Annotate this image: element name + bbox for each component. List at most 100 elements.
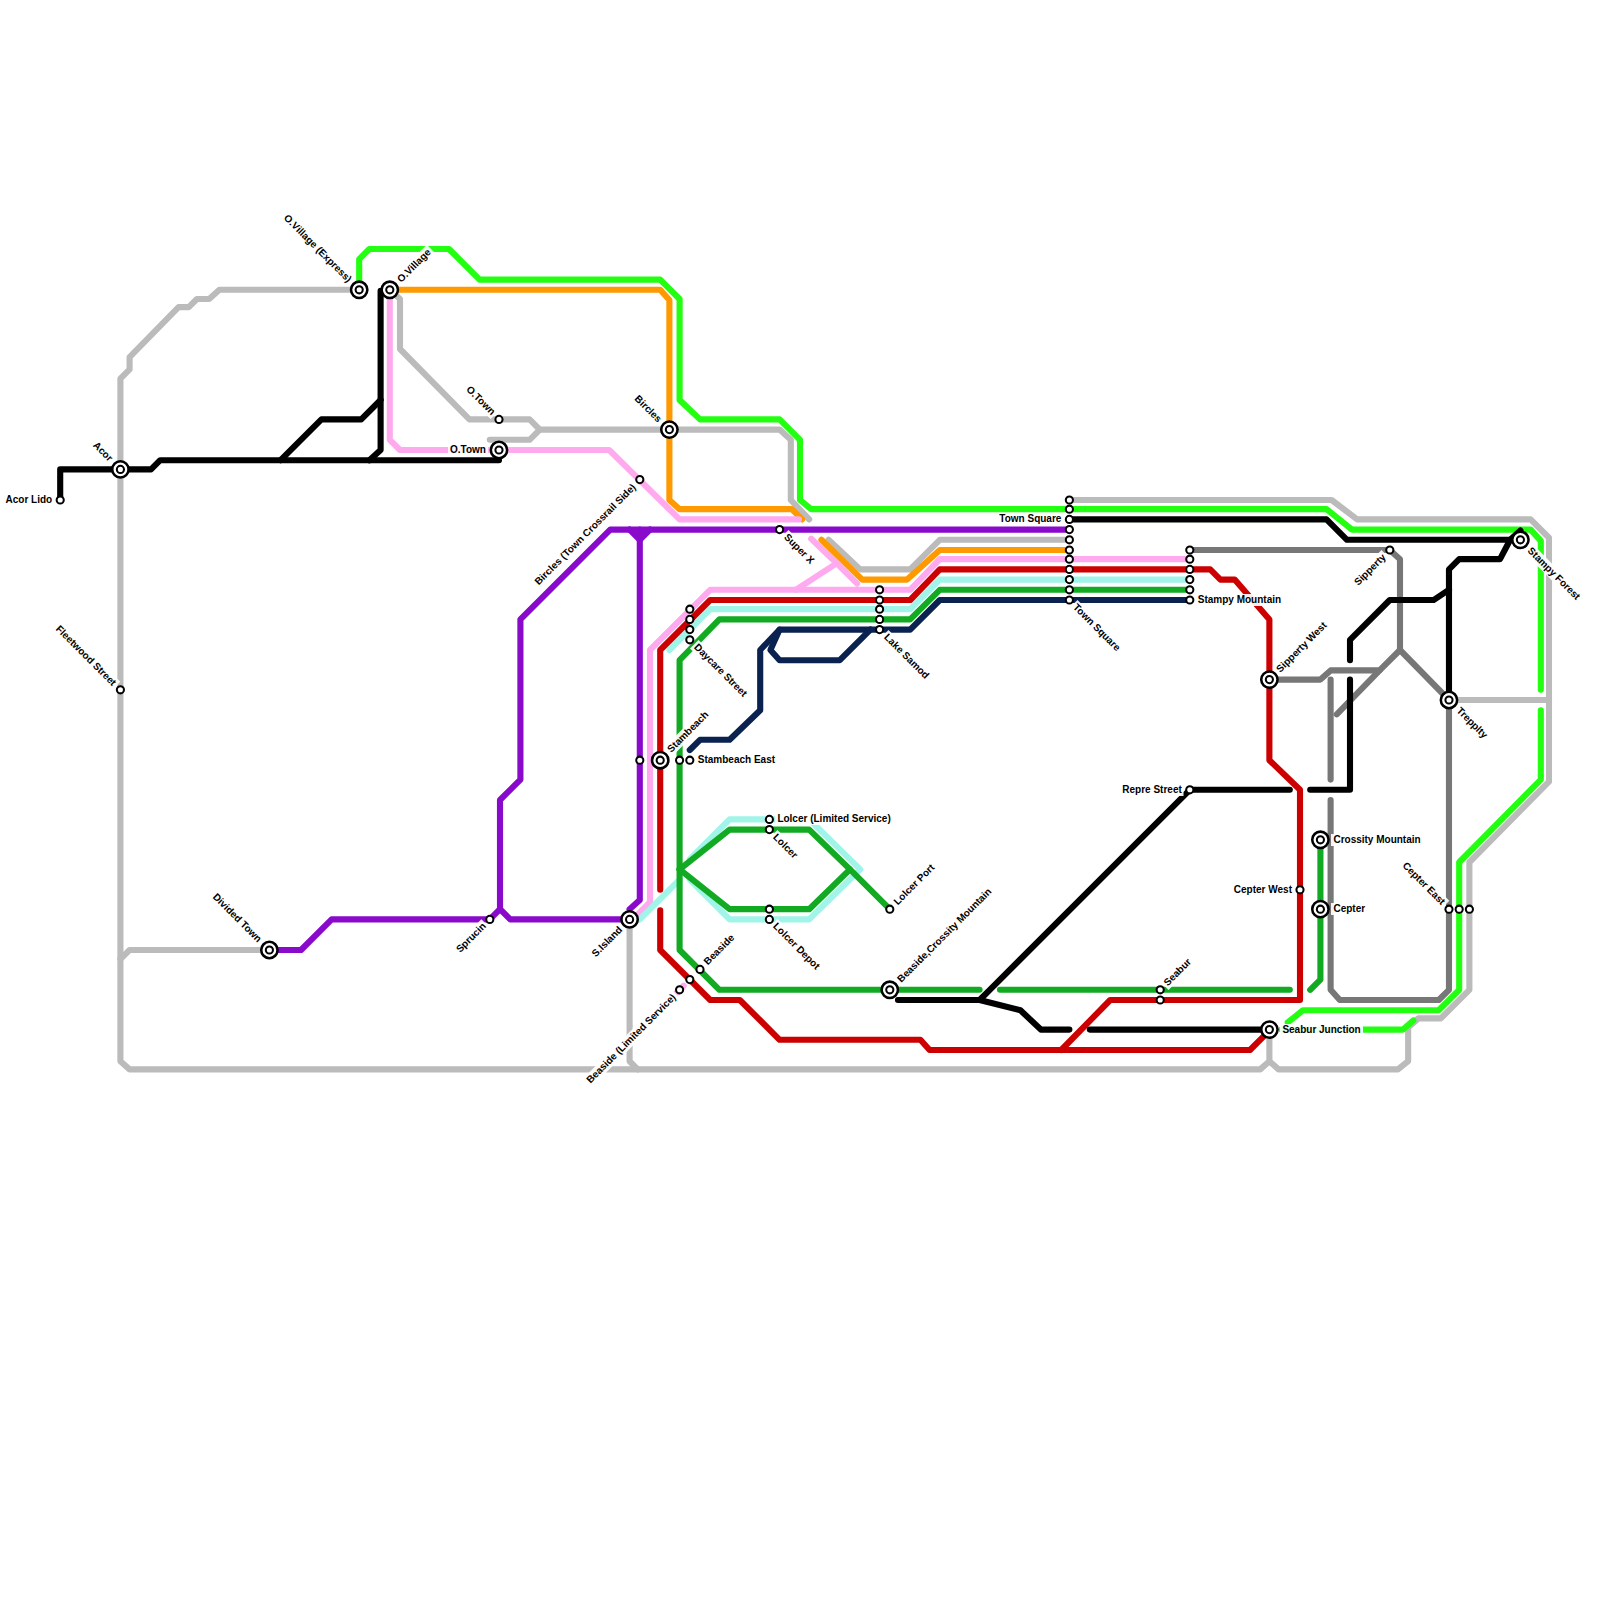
route-line: [633, 559, 1190, 919]
station-name: Sipperty West: [1273, 618, 1331, 676]
route-line: [500, 909, 630, 919]
station: [1445, 906, 1452, 913]
station-name: Cepter West: [1232, 884, 1294, 896]
station: [766, 916, 773, 923]
station: [676, 986, 683, 993]
station-name: Sipperty: [1350, 550, 1390, 590]
route-line: [660, 569, 1300, 1050]
interchange-station: [261, 942, 277, 958]
station: [696, 966, 703, 973]
interchange-station: [657, 757, 664, 764]
route-line: [60, 460, 499, 500]
station: [686, 636, 693, 643]
station-name: Cepter: [1331, 903, 1367, 915]
route-line: [1328, 680, 1334, 780]
station-name: Stambeach East: [696, 754, 777, 766]
route-line: [690, 600, 1190, 750]
interchange-station: [882, 982, 898, 998]
interchange-station: [1317, 836, 1324, 843]
station: [1186, 556, 1193, 563]
interchange-station: [1445, 696, 1452, 703]
station: [766, 906, 773, 913]
station: [1066, 566, 1073, 573]
route-line: [1069, 519, 1520, 539]
station: [686, 626, 693, 633]
interchange-station: [351, 282, 367, 298]
station: [1066, 536, 1073, 543]
route-line: [680, 830, 890, 910]
station-name: Trepplty: [1453, 704, 1492, 743]
station: [1296, 886, 1303, 893]
station: [1186, 546, 1193, 553]
station-name: Town Square: [1069, 600, 1124, 655]
interchange-station: [356, 286, 363, 293]
interchange-station: [491, 442, 507, 458]
station: [1186, 586, 1193, 593]
route-line: [390, 290, 799, 520]
station: [1066, 506, 1073, 513]
route-line: [676, 986, 684, 994]
route-line: [269, 530, 1069, 950]
route-line: [770, 630, 870, 661]
interchange-station: [386, 286, 393, 293]
station-name: Daycare Street: [690, 640, 751, 701]
interchange-station: [886, 986, 893, 993]
route-line: [690, 819, 860, 919]
station: [1066, 516, 1073, 523]
station: [886, 906, 893, 913]
station-name: O.Town: [448, 444, 488, 456]
station: [766, 816, 773, 823]
interchange-station: [1312, 901, 1328, 917]
route-line: [680, 590, 1190, 990]
station: [876, 626, 883, 633]
station: [1386, 546, 1393, 553]
station-name: Bircles (Town Crossrail Side): [531, 480, 640, 589]
route-line: [1190, 550, 1449, 700]
station-name: Lolcer Port: [890, 861, 939, 910]
station-name: Lolcer Depot: [769, 919, 824, 974]
station: [1066, 576, 1073, 583]
interchange-station: [1312, 832, 1328, 848]
station: [495, 416, 502, 423]
route-line: [120, 950, 269, 959]
station-name: S.Island: [588, 923, 626, 961]
station-name: Beaside: [700, 931, 738, 969]
station: [1066, 496, 1073, 503]
interchange-station: [382, 282, 398, 298]
station: [686, 616, 693, 623]
interchange-station: [1266, 676, 1273, 683]
route-line: [1449, 540, 1510, 700]
station: [1066, 556, 1073, 563]
station: [1456, 906, 1463, 913]
station: [1466, 906, 1473, 913]
route-line: [660, 910, 1269, 1050]
station: [1186, 576, 1193, 583]
station-name: Acor: [89, 438, 116, 465]
interchange-station: [1266, 1026, 1273, 1033]
route-line: [1090, 1027, 1270, 1033]
route-line: [630, 530, 640, 910]
route-line: [630, 530, 650, 540]
station: [1157, 996, 1164, 1003]
station-name: Divided Town: [209, 890, 266, 947]
station: [686, 757, 693, 764]
station-name: Super X: [780, 530, 818, 568]
station: [1066, 586, 1073, 593]
route-line: [1069, 500, 1549, 1069]
interchange-station: [666, 426, 673, 433]
station: [876, 586, 883, 593]
station: [776, 526, 783, 533]
station-name: Seabur Junction: [1280, 1024, 1362, 1036]
station-name: Stampy Mountain: [1196, 594, 1283, 606]
interchange-station: [626, 916, 633, 923]
station-name: Beaside,Crossity Mountain: [893, 884, 995, 986]
route-line: [390, 290, 540, 440]
route-line: [281, 400, 381, 460]
station-name: O.Village (Express): [280, 211, 356, 287]
route-line: [359, 249, 1541, 690]
station: [117, 686, 124, 693]
station: [876, 596, 883, 603]
station-name: Lake Samod: [880, 630, 933, 683]
